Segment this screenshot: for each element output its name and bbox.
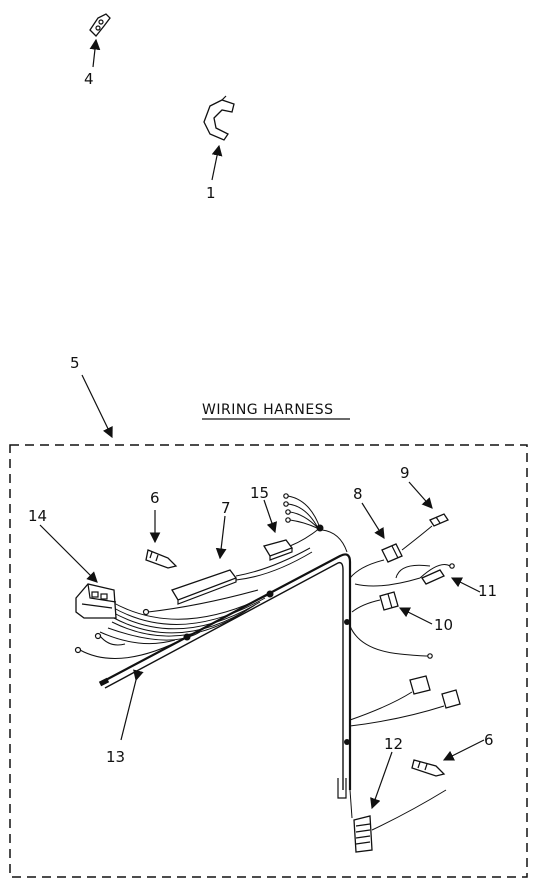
callout-11: 11 — [478, 582, 497, 600]
part-7-terminal-block — [171, 547, 313, 605]
leader-4 — [89, 38, 101, 68]
callout-14: 14 — [28, 507, 47, 525]
harness-trunk — [98, 524, 352, 799]
callout-5: 5 — [70, 354, 80, 372]
harness-enclosure — [9, 444, 528, 878]
callout-13: 13 — [106, 748, 125, 766]
callout-10: 10 — [434, 616, 453, 634]
tie-point — [344, 739, 350, 745]
connector-14 — [75, 583, 117, 619]
leader-1 — [211, 144, 223, 181]
wire-bundle-14 — [74, 589, 271, 659]
part-4-clip — [89, 13, 111, 37]
callout-6-left: 6 — [150, 489, 160, 507]
leader-7 — [215, 515, 227, 560]
part-11-terminal — [354, 563, 455, 587]
callout-4: 4 — [84, 70, 94, 88]
part-6-terminal-left — [145, 549, 178, 569]
callout-12: 12 — [384, 735, 403, 753]
diagram-title: WIRING HARNESS — [202, 402, 334, 418]
part-6-terminal-right — [411, 759, 446, 777]
callout-1: 1 — [206, 184, 216, 202]
part-10-connector — [349, 591, 433, 659]
leader-14 — [39, 524, 98, 583]
callout-7: 7 — [221, 499, 231, 517]
callout-15: 15 — [250, 484, 269, 502]
part-1-bracket — [203, 95, 235, 141]
part-8-connector — [349, 525, 433, 579]
leader-8 — [361, 502, 385, 540]
leader-12 — [370, 751, 393, 810]
callout-9: 9 — [400, 464, 410, 482]
leader-13 — [120, 669, 144, 741]
leader-5 — [81, 374, 113, 439]
part-15-connector — [263, 493, 348, 561]
leader-6-right — [442, 739, 485, 761]
callout-8: 8 — [353, 485, 363, 503]
leader-15 — [263, 499, 277, 534]
leader-10 — [398, 607, 433, 625]
leader-9 — [408, 481, 433, 509]
tie-point — [344, 619, 350, 625]
part-12-connector-strip — [349, 789, 447, 853]
part-9-terminal — [429, 513, 449, 527]
leader-11 — [450, 577, 481, 593]
side-connectors — [349, 675, 461, 727]
callout-6-right: 6 — [484, 731, 494, 749]
